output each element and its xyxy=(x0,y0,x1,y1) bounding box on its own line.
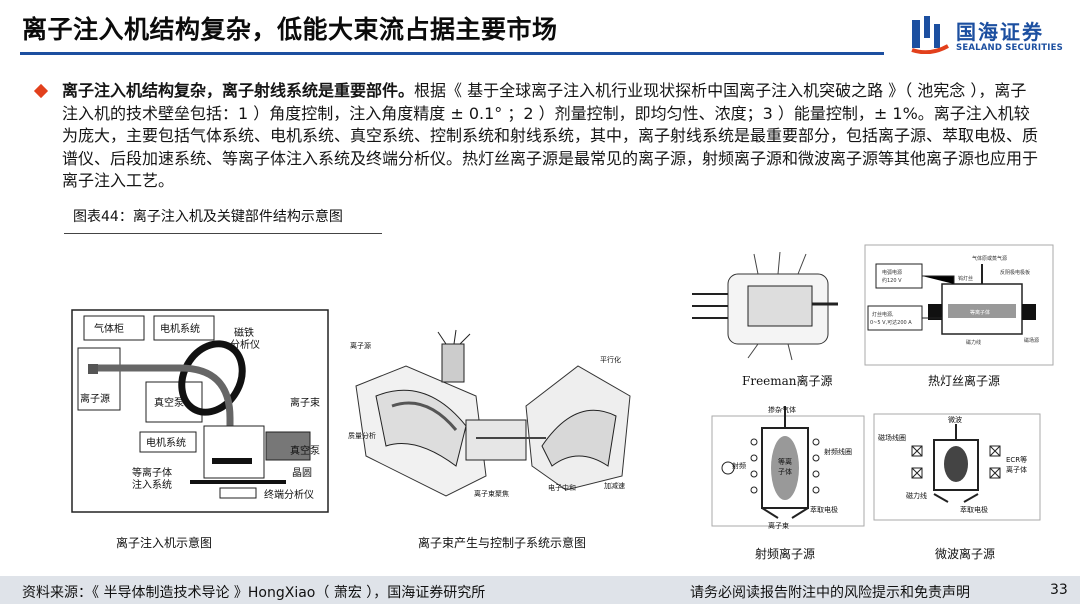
label-rf-coil: 射频线圈 xyxy=(824,447,852,456)
label-rf: 射频 xyxy=(732,461,746,470)
label-mw-extract: 萃取电极 xyxy=(960,505,988,514)
beam-system-diagram: 离子源 平行化 质量分析 离子束聚焦 电子中和 加减速 xyxy=(346,326,638,506)
hot-filament-diagram: 气体原或蒸气源 反阴极电极板 电弧电源 约120 V 钨灯丝 灯丝电源, 0~5… xyxy=(864,244,1054,366)
caption-beam-system: 离子束产生与控制子系统示意图 xyxy=(418,534,586,551)
label-vacuum-pump-2: 真空泵 xyxy=(290,444,320,457)
label-ion-beam: 离子束 xyxy=(290,396,320,409)
label-arc-supply: 电弧电源 xyxy=(882,269,902,276)
paragraph-lead: 离子注入机结构复杂，离子射线系统是重要部件。 xyxy=(62,81,414,100)
label-gas-entry: 气体原或蒸气源 xyxy=(972,255,1007,262)
label-plasma-2: 注入系统 xyxy=(132,478,172,491)
company-logo: 国海证券 SEALAND SECURITIES xyxy=(910,14,1070,58)
label-wafer: 晶圆 xyxy=(292,467,312,479)
label-tungsten: 钨灯丝 xyxy=(958,275,973,282)
label-ion-source: 离子源 xyxy=(80,392,110,405)
label-accel-decel: 加减速 xyxy=(604,481,625,490)
label-neutralizer: 电子中和 xyxy=(548,483,576,492)
label-mass-analysis: 质量分析 xyxy=(348,431,376,440)
label-ion-exit: 磁场源 xyxy=(1024,337,1039,344)
caption-rf-source: 射频离子源 xyxy=(755,545,815,562)
label-doping-gas: 掺杂气体 xyxy=(768,405,796,414)
caption-implanter: 离子注入机示意图 xyxy=(116,534,212,551)
implanter-diagram: 气体柜 电机系统 磁铁 分析仪 离子源 真空泵 离子束 电机系统 真空泵 等离子… xyxy=(70,308,330,514)
label-ecr-2: 离子体 xyxy=(1006,465,1027,474)
freeman-source-diagram xyxy=(688,244,852,364)
page-number: 33 xyxy=(1050,582,1068,598)
label-microwave: 微波 xyxy=(948,415,962,424)
bullet-diamond-icon xyxy=(34,84,48,98)
label-rf-extract: 萃取电极 xyxy=(810,505,838,514)
label-magnet-lines: 磁力线 xyxy=(966,339,981,346)
footer-disclaimer: 请务必阅读报告附注中的风险提示和免责声明 xyxy=(690,582,970,602)
title-divider xyxy=(20,52,884,55)
label-vacuum-pump-1: 真空泵 xyxy=(154,396,184,409)
logo-chinese-name: 国海证券 xyxy=(956,16,1044,45)
label-parallelizer: 平行化 xyxy=(600,355,621,364)
label-motor-system-bottom: 电机系统 xyxy=(146,436,186,449)
label-ecr-1: ECR等 xyxy=(1006,455,1027,464)
label-magnet: 磁铁 xyxy=(234,326,254,339)
label-arc-voltage: 约120 V xyxy=(882,277,902,284)
label-rf-plasma-2: 子体 xyxy=(778,467,792,476)
sealand-logo-icon xyxy=(910,16,950,54)
label-plasma: 等离子体 xyxy=(970,309,990,316)
body-paragraph: 离子注入机结构复杂，离子射线系统是重要部件。根据《 基于全球离子注入机行业现状探… xyxy=(62,80,1040,193)
label-filament-spec: 0~5 V,可达200 A xyxy=(870,319,912,326)
label-mw-magnet: 磁力线 xyxy=(906,491,927,500)
page-title: 离子注入机结构复杂，低能大束流占据主要市场 xyxy=(22,10,558,46)
footer-source: 资料来源：《 半导体制造技术导论 》HongXiao（ 萧宏 ），国海证券研究所 xyxy=(22,582,485,602)
label-mw-coil: 磁场线圈 xyxy=(878,433,906,442)
caption-freeman: Freeman离子源 xyxy=(742,372,833,389)
logo-english-name: SEALAND SECURITIES xyxy=(956,43,1063,53)
label-analyzer: 分析仪 xyxy=(230,338,260,351)
figure-caption-divider xyxy=(64,233,382,234)
caption-microwave-source: 微波离子源 xyxy=(935,545,995,562)
microwave-source-diagram: 微波 磁场线圈 ECR等 离子体 磁力线 萃取电极 xyxy=(872,412,1042,522)
label-rf-plasma-1: 等离 xyxy=(778,457,792,466)
label-beam-ion-source: 离子源 xyxy=(350,341,371,350)
label-gas-cabinet: 气体柜 xyxy=(94,322,124,335)
label-rf-beam: 离子束 xyxy=(768,521,789,530)
caption-hot-filament: 热灯丝离子源 xyxy=(928,372,1000,389)
label-plasma-1: 等离子体 xyxy=(132,466,172,479)
label-beam-focus: 离子束聚焦 xyxy=(474,489,509,498)
label-terminal-analyzer: 终端分析仪 xyxy=(264,488,314,501)
rf-source-diagram: 掺杂气体 射频 射频线圈 等离 子体 萃取电极 离子束 xyxy=(708,402,868,532)
label-reflector: 反阴极电极板 xyxy=(1000,269,1030,276)
label-filament-power: 灯丝电源, xyxy=(872,311,894,318)
label-motor-system-top: 电机系统 xyxy=(160,322,200,335)
figure-caption: 图表44：离子注入机及关键部件结构示意图 xyxy=(73,206,343,226)
